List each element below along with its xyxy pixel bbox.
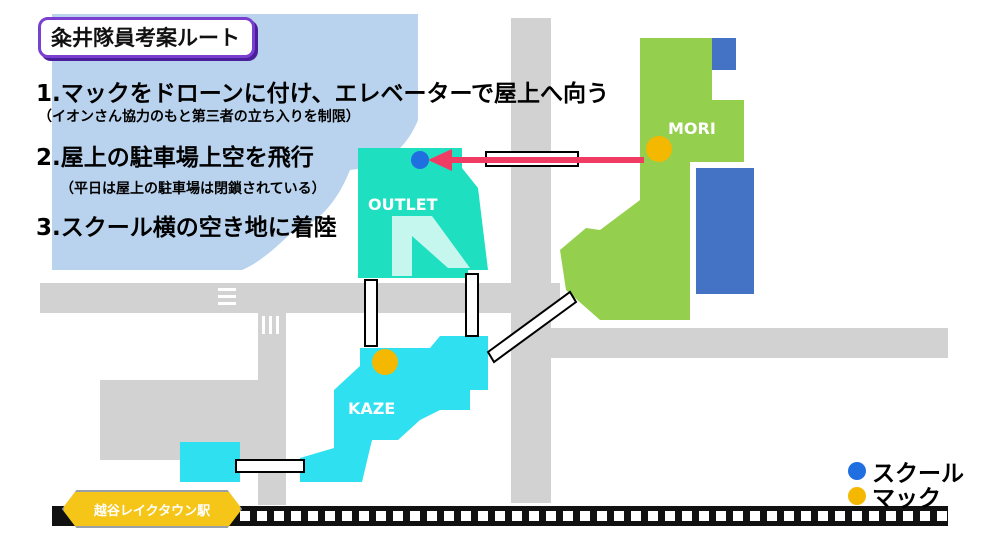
rail-tie [274, 511, 284, 521]
label-mori: MORI [668, 119, 716, 138]
legend-school: スクール [848, 454, 964, 488]
label-outlet: OUTLET [368, 195, 438, 214]
bridge-kaze-mori [486, 290, 578, 364]
rail-tie [920, 511, 930, 521]
rail-tie [648, 511, 658, 521]
label-kaze: KAZE [348, 399, 395, 418]
mac-marker-kaze [372, 349, 398, 375]
rail-tie [291, 511, 301, 521]
rail-tie [818, 511, 828, 521]
rail-tie [359, 511, 369, 521]
rail-tie [461, 511, 471, 521]
step-1-text: 1.マックをドローンに付け、エレベーターで屋上へ向う [36, 81, 610, 107]
legend-mac-label: マック [872, 486, 941, 512]
rail-tie [393, 511, 403, 521]
mori-annex-small [712, 38, 736, 70]
outlet-building [358, 148, 488, 278]
bridge-kaze-west-wing [235, 459, 305, 473]
outlet-roof-parking [392, 216, 470, 276]
rail-tie [631, 511, 641, 521]
rail-tie [597, 511, 607, 521]
rail-tie [308, 511, 318, 521]
rail-tie [342, 511, 352, 521]
rail-tie [240, 511, 250, 521]
rail-tie [801, 511, 811, 521]
kaze-building [300, 336, 488, 482]
rail-tie [546, 511, 556, 521]
bridge-outlet-kaze-east [465, 273, 479, 337]
rail-tie [580, 511, 590, 521]
route-arrow-head [428, 149, 452, 171]
legend-school-dot [848, 462, 866, 480]
rail-tie [325, 511, 335, 521]
rail-tie [444, 511, 454, 521]
legend-mac-dot [848, 487, 866, 505]
rail-tie [699, 511, 709, 521]
mac-marker-mori [646, 136, 672, 162]
rail-tie [869, 511, 879, 521]
rail-tie [427, 511, 437, 521]
lake-area [52, 14, 418, 270]
rail-tie [478, 511, 488, 521]
step-2-note: （平日は屋上の駐車場は閉鎖されている） [60, 181, 326, 197]
kaze-west-wing [180, 442, 240, 482]
rail-tie [767, 511, 777, 521]
legend-school-label: スクール [872, 461, 964, 487]
bridge-outlet-kaze-west [364, 279, 378, 347]
rail-tie [614, 511, 624, 521]
mori-building [560, 38, 744, 320]
rail-tie [529, 511, 539, 521]
rail-tie [716, 511, 726, 521]
rail-tie [410, 511, 420, 521]
rail-tie [512, 511, 522, 521]
road-horizontal-west [40, 283, 560, 313]
crosswalk-south [262, 316, 279, 334]
rail-tie [733, 511, 743, 521]
railway-ties [240, 511, 947, 521]
road-horizontal-east [520, 328, 948, 358]
rail-tie [852, 511, 862, 521]
station-badge: 越谷レイクタウン駅 [62, 490, 242, 528]
rail-tie [563, 511, 573, 521]
rail-tie [903, 511, 913, 521]
rail-tie [750, 511, 760, 521]
rail-tie [257, 511, 267, 521]
rail-tie [665, 511, 675, 521]
rail-tie [937, 511, 947, 521]
rail-tie [682, 511, 692, 521]
rail-tie [835, 511, 845, 521]
step-1-note: （イオンさん協力のもと第三者の立ち入りを制限） [38, 109, 360, 125]
rail-tie [376, 511, 386, 521]
rail-tie [784, 511, 794, 521]
route-title: 粂井隊員考案ルート [38, 17, 255, 58]
mori-annex-large [696, 168, 754, 294]
legend-mac: マック [848, 479, 941, 513]
step-2-text: 2.屋上の駐車場上空を飛行 [36, 145, 314, 171]
rail-tie [886, 511, 896, 521]
school-marker [411, 151, 429, 169]
rail-tie [495, 511, 505, 521]
station-name: 越谷レイクタウン駅 [93, 503, 211, 519]
road-vertical-center [511, 18, 551, 503]
crosswalk-west [218, 288, 236, 305]
step-3-text: 3.スクール横の空き地に着陸 [36, 215, 337, 241]
